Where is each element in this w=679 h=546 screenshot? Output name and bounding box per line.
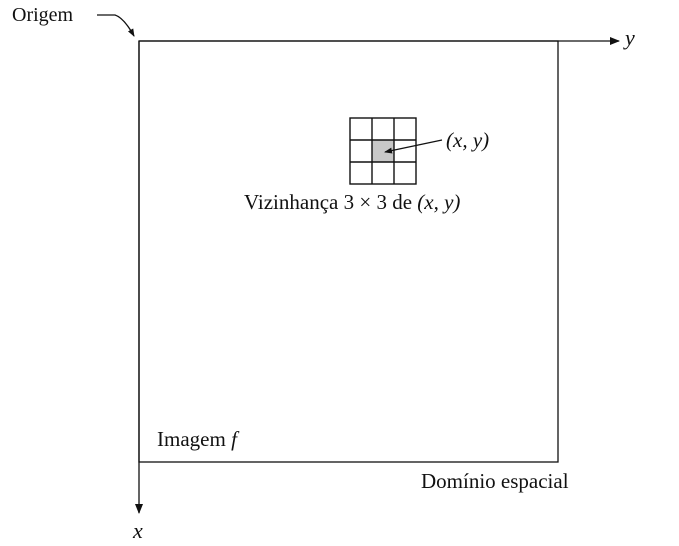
neighborhood-grid xyxy=(349,117,417,185)
center-pixel xyxy=(372,140,394,162)
image-frame xyxy=(138,40,559,463)
image-label: Imagem f xyxy=(157,427,240,451)
origin-pointer-arrow xyxy=(97,14,135,37)
point-pointer-arrow xyxy=(384,139,443,154)
point-label: (x, y) xyxy=(446,128,489,152)
neighborhood-label: Vizinhança 3 × 3 de (x, y) xyxy=(244,190,460,214)
origin-label: Origem xyxy=(12,4,74,26)
y-axis-label: y xyxy=(623,25,635,50)
x-axis-label: x xyxy=(132,518,143,543)
spatial-domain-label: Domínio espacial xyxy=(421,469,569,493)
